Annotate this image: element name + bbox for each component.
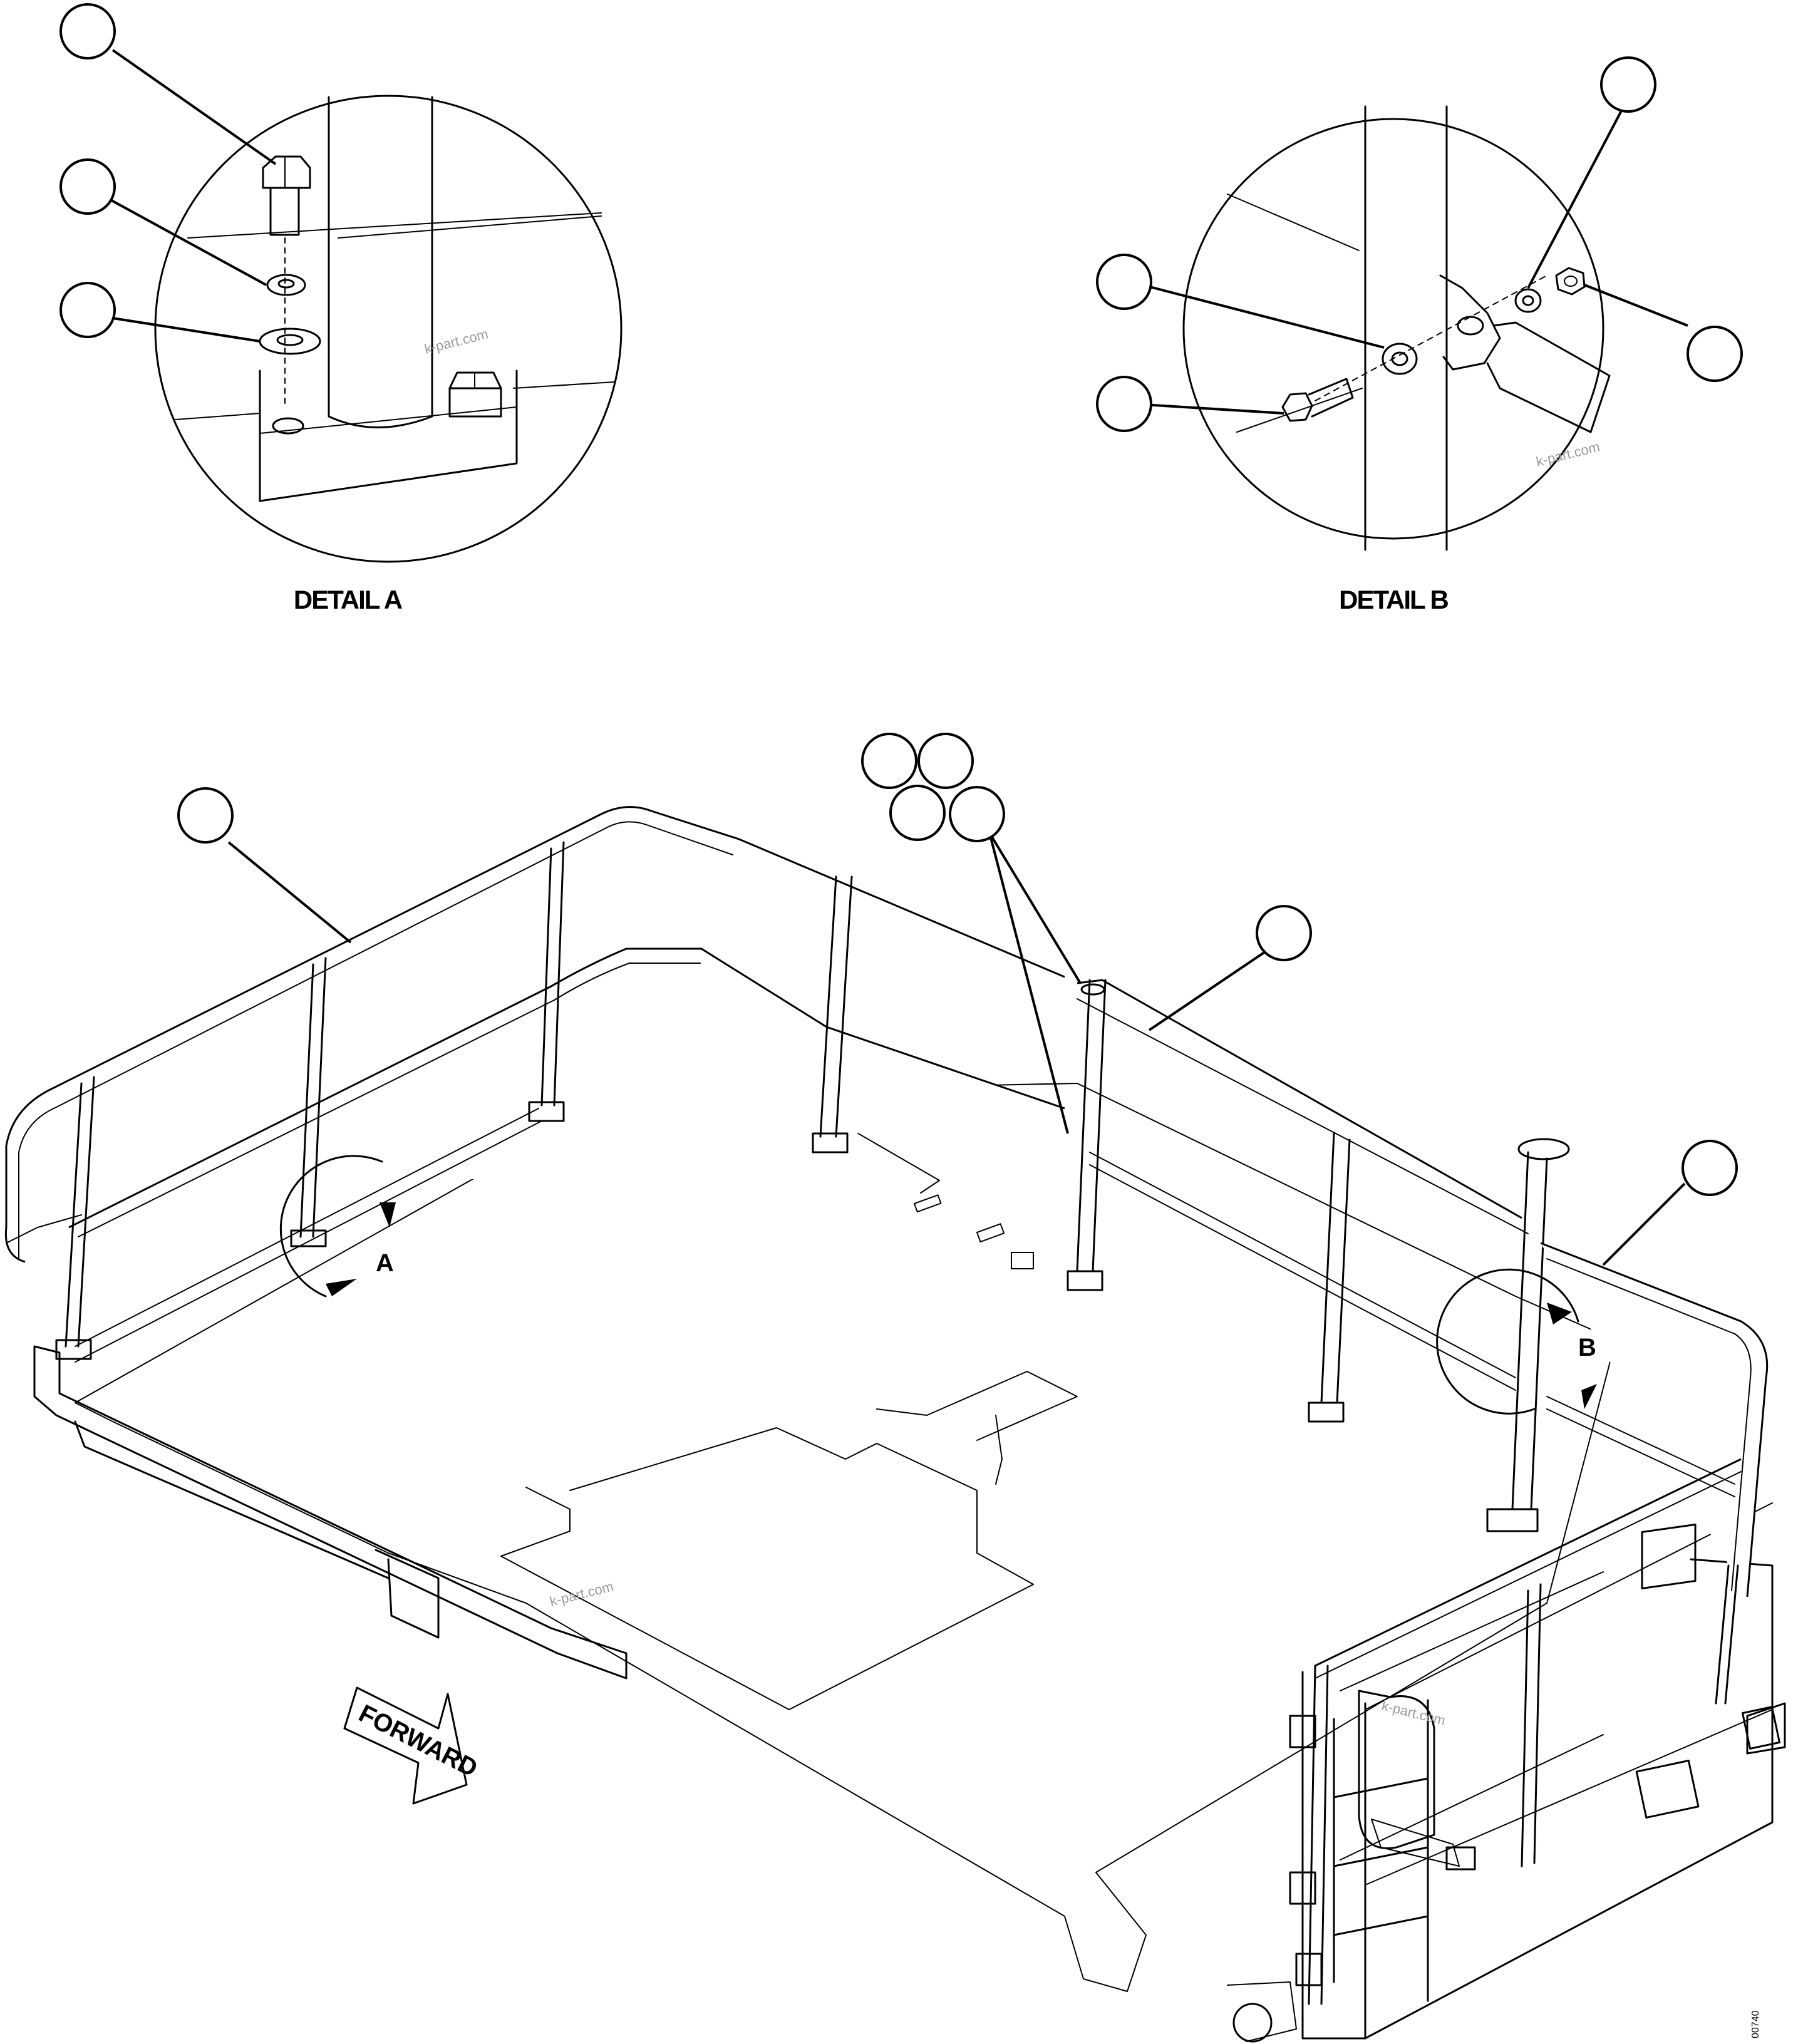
detail-b-balloons (1096, 56, 1743, 432)
balloon (917, 733, 974, 789)
callout-b: B (1578, 1334, 1596, 1361)
main-balloons (177, 733, 1738, 1266)
watermark: k-part.com (1380, 1698, 1447, 1728)
balloon (1096, 254, 1152, 310)
balloon (177, 787, 234, 844)
balloon (59, 158, 116, 215)
drawing-ref: 00740 (1750, 2010, 1761, 2038)
detail-b-label: DETAIL B (1339, 585, 1448, 614)
callout-a: A (376, 1249, 394, 1277)
watermark: k-part.com (1534, 438, 1601, 469)
platform-assembly: A B FORWARD (4, 806, 1786, 2043)
balloon (1687, 326, 1743, 382)
balloon (1256, 905, 1312, 961)
balloon (1682, 1140, 1738, 1196)
detail-a-balloons (59, 3, 277, 343)
detail-b (1182, 105, 1611, 551)
balloon (1096, 376, 1152, 432)
forward-arrow: FORWARD (343, 1686, 482, 1805)
balloon (59, 3, 116, 59)
detail-a (154, 95, 623, 563)
balloon (889, 785, 946, 841)
detail-a-label: DETAIL A (294, 585, 403, 614)
balloon (1600, 56, 1656, 113)
watermark: k-part.com (548, 1578, 615, 1609)
balloon (861, 733, 917, 789)
balloon (59, 282, 116, 338)
balloon (949, 786, 1005, 842)
